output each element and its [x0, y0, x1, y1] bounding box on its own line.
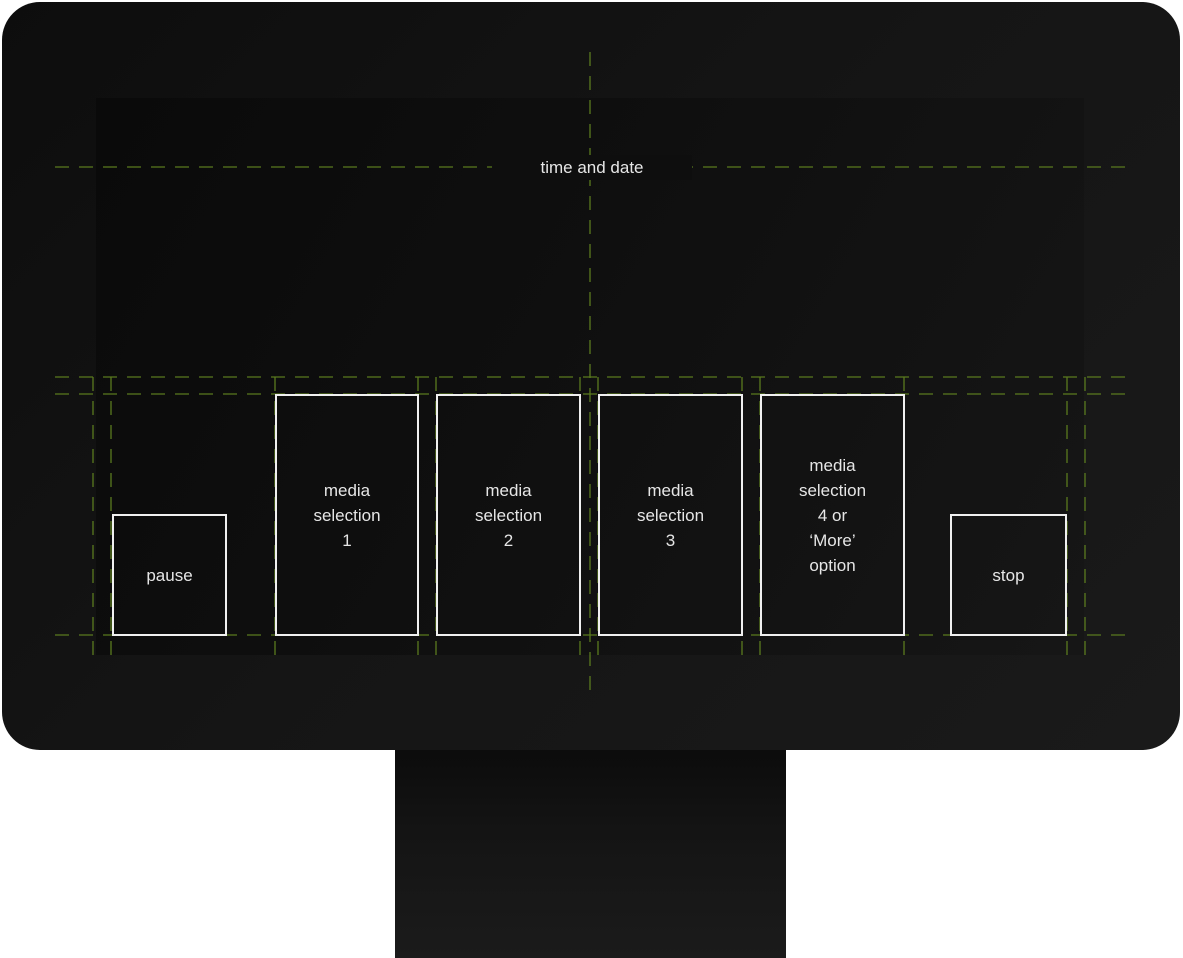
- stop-button[interactable]: stop: [950, 514, 1067, 636]
- media-selection-4-more-label: media selection 4 or ‘More’ option: [798, 455, 867, 575]
- media-selection-2-button[interactable]: media selection 2: [436, 394, 581, 636]
- pause-button[interactable]: pause: [112, 514, 227, 636]
- pause-button-label: pause: [146, 565, 193, 585]
- media-selection-3-label: media selection 3: [636, 480, 705, 550]
- time-and-date-label: time and date: [492, 155, 692, 180]
- media-selection-1-label: media selection 1: [313, 480, 381, 550]
- kiosk-screen: [96, 98, 1084, 655]
- media-selection-2-label: media selection 2: [474, 480, 543, 550]
- media-selection-1-button[interactable]: media selection 1: [275, 394, 419, 636]
- media-selection-4-more-button[interactable]: media selection 4 or ‘More’ option: [760, 394, 905, 636]
- kiosk-stand: [395, 745, 786, 958]
- media-selection-3-button[interactable]: media selection 3: [598, 394, 743, 636]
- stop-button-label: stop: [992, 565, 1025, 585]
